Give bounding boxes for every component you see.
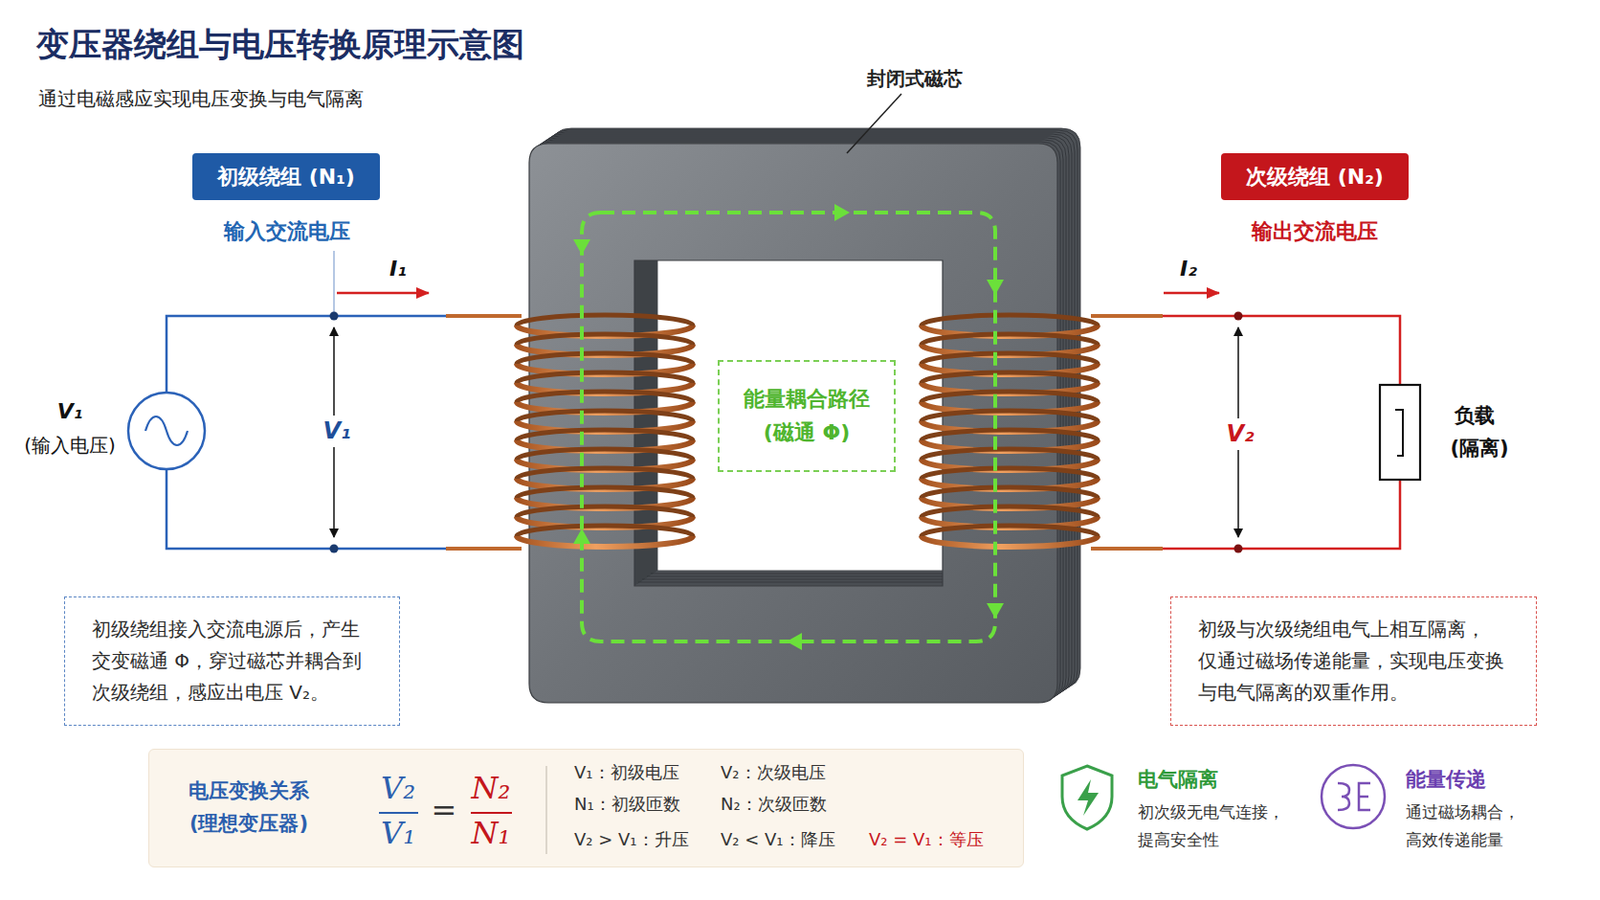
label-text: V₂ [380,769,416,806]
label-text: V₁ [57,399,84,424]
label-text: V₁ [380,814,416,851]
label-text: 通过磁场耦合， 高效传递能量 [1405,798,1540,854]
label-text: (输入电压) [23,433,116,457]
node-text: 电压变换关系 (理想变压器) [177,774,321,840]
node-text: 初级绕组 (N₁) [217,162,356,192]
label-text: 能量传递 [1405,767,1487,792]
winding-tag: 初级绕组 (N₁) [192,153,380,200]
winding-tag: 次级绕组 (N₂) [1221,153,1409,200]
label-text: 输出交流电压 [1251,219,1378,245]
label-text: V₁ [318,415,355,447]
node-text: 初级与次级绕组电气上相互隔离， 仅通过磁场传递能量，实现电压变换 与电气隔离的双… [1198,613,1508,709]
node-text: 能量耦合路径 (磁通 Φ) [736,382,877,448]
label-text: 初次级无电气连接， 提高安全性 [1137,798,1303,854]
label-text: I₂ [1179,256,1198,282]
label-text: 电气隔离 [1137,767,1219,792]
label-text: I₁ [389,256,407,282]
label-text: V₂ < V₁：降压 [720,828,836,850]
node-text: 次级绕组 (N₂) [1245,162,1384,192]
label-text: (隔离) [1449,436,1509,461]
label-text: V₁：初级电压 [574,761,680,783]
label-text: 输入交流电压 [223,219,351,245]
label-text: V₂ = V₁：等压 [868,828,984,850]
note-box: 初级绕组接入交流电源后，产生 交变磁通 Φ，穿过磁芯并耦合到 次级绕组，感应出电… [64,596,400,726]
label-text: V₂：次级电压 [720,761,826,783]
label-text: = [431,791,458,828]
label-text: 封闭式磁芯 [866,66,963,90]
node-text: 初级绕组接入交流电源后，产生 交变磁通 Φ，穿过磁芯并耦合到 次级绕组，感应出电… [91,613,371,709]
label-text: N₂：次级匝数 [720,793,827,815]
flux-box: 能量耦合路径 (磁通 Φ) [717,359,896,472]
label-text: 通过电磁感应实现电压变换与电气隔离 [38,87,364,111]
diagram-title: 变压器绕组与电压转换原理示意图 [36,22,525,67]
label-text: V₂ [1222,418,1258,450]
label-text: N₁：初级匝数 [574,793,681,815]
note-box: 初级与次级绕组电气上相互隔离， 仅通过磁场传递能量，实现电压变换 与电气隔离的双… [1170,596,1537,726]
label-text: N₁ [471,814,512,851]
label-text: 负载 [1454,403,1495,428]
label-text: V₂ > V₁：升压 [574,828,689,850]
label-text: N₂ [471,769,512,806]
